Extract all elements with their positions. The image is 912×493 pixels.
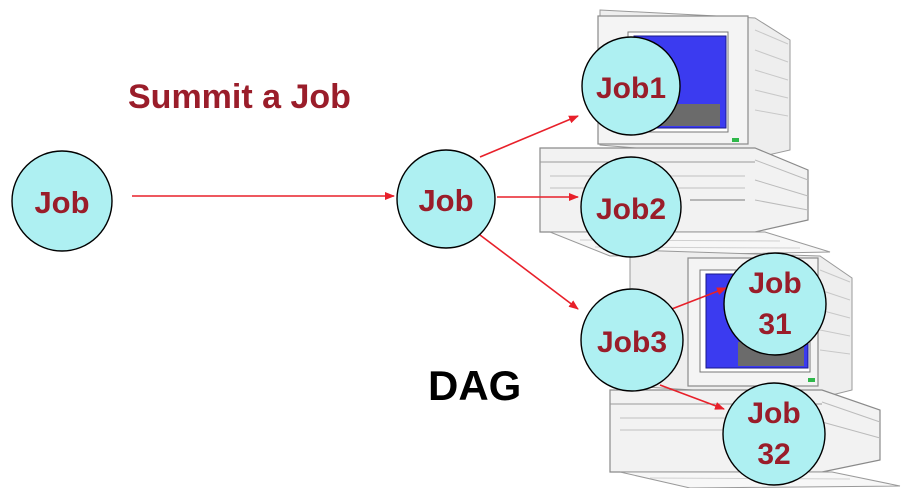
diagram-title: Summit a Job bbox=[128, 78, 351, 116]
node-job1: Job1 bbox=[581, 36, 681, 136]
node-job3: Job3 bbox=[580, 288, 684, 392]
node-job-source: Job bbox=[11, 150, 113, 252]
node-job31: Job 31 bbox=[723, 252, 827, 356]
node-job32: Job 32 bbox=[722, 382, 826, 486]
node-job1-label: Job1 bbox=[596, 72, 666, 105]
node-job2: Job2 bbox=[580, 156, 682, 258]
node-job-center: Job bbox=[396, 149, 496, 249]
edge-job3-to-job32 bbox=[659, 384, 725, 410]
node-job-source-label: Job bbox=[34, 185, 89, 220]
edge-job-to-job3 bbox=[479, 234, 579, 310]
edge-job3-to-job31 bbox=[663, 287, 727, 313]
node-job2-label: Job2 bbox=[596, 193, 666, 226]
node-job-center-label: Job bbox=[418, 183, 473, 218]
node-job32-label-line2: 32 bbox=[757, 438, 790, 471]
node-job32-label-line1: Job bbox=[747, 397, 800, 430]
node-job31-label-line2: 31 bbox=[758, 308, 791, 341]
edge-job-to-job1 bbox=[479, 115, 579, 158]
edges bbox=[132, 115, 727, 410]
node-job31-label-line1: Job bbox=[748, 267, 801, 300]
dag-label: DAG bbox=[428, 362, 522, 409]
node-job3-label: Job3 bbox=[597, 326, 667, 359]
